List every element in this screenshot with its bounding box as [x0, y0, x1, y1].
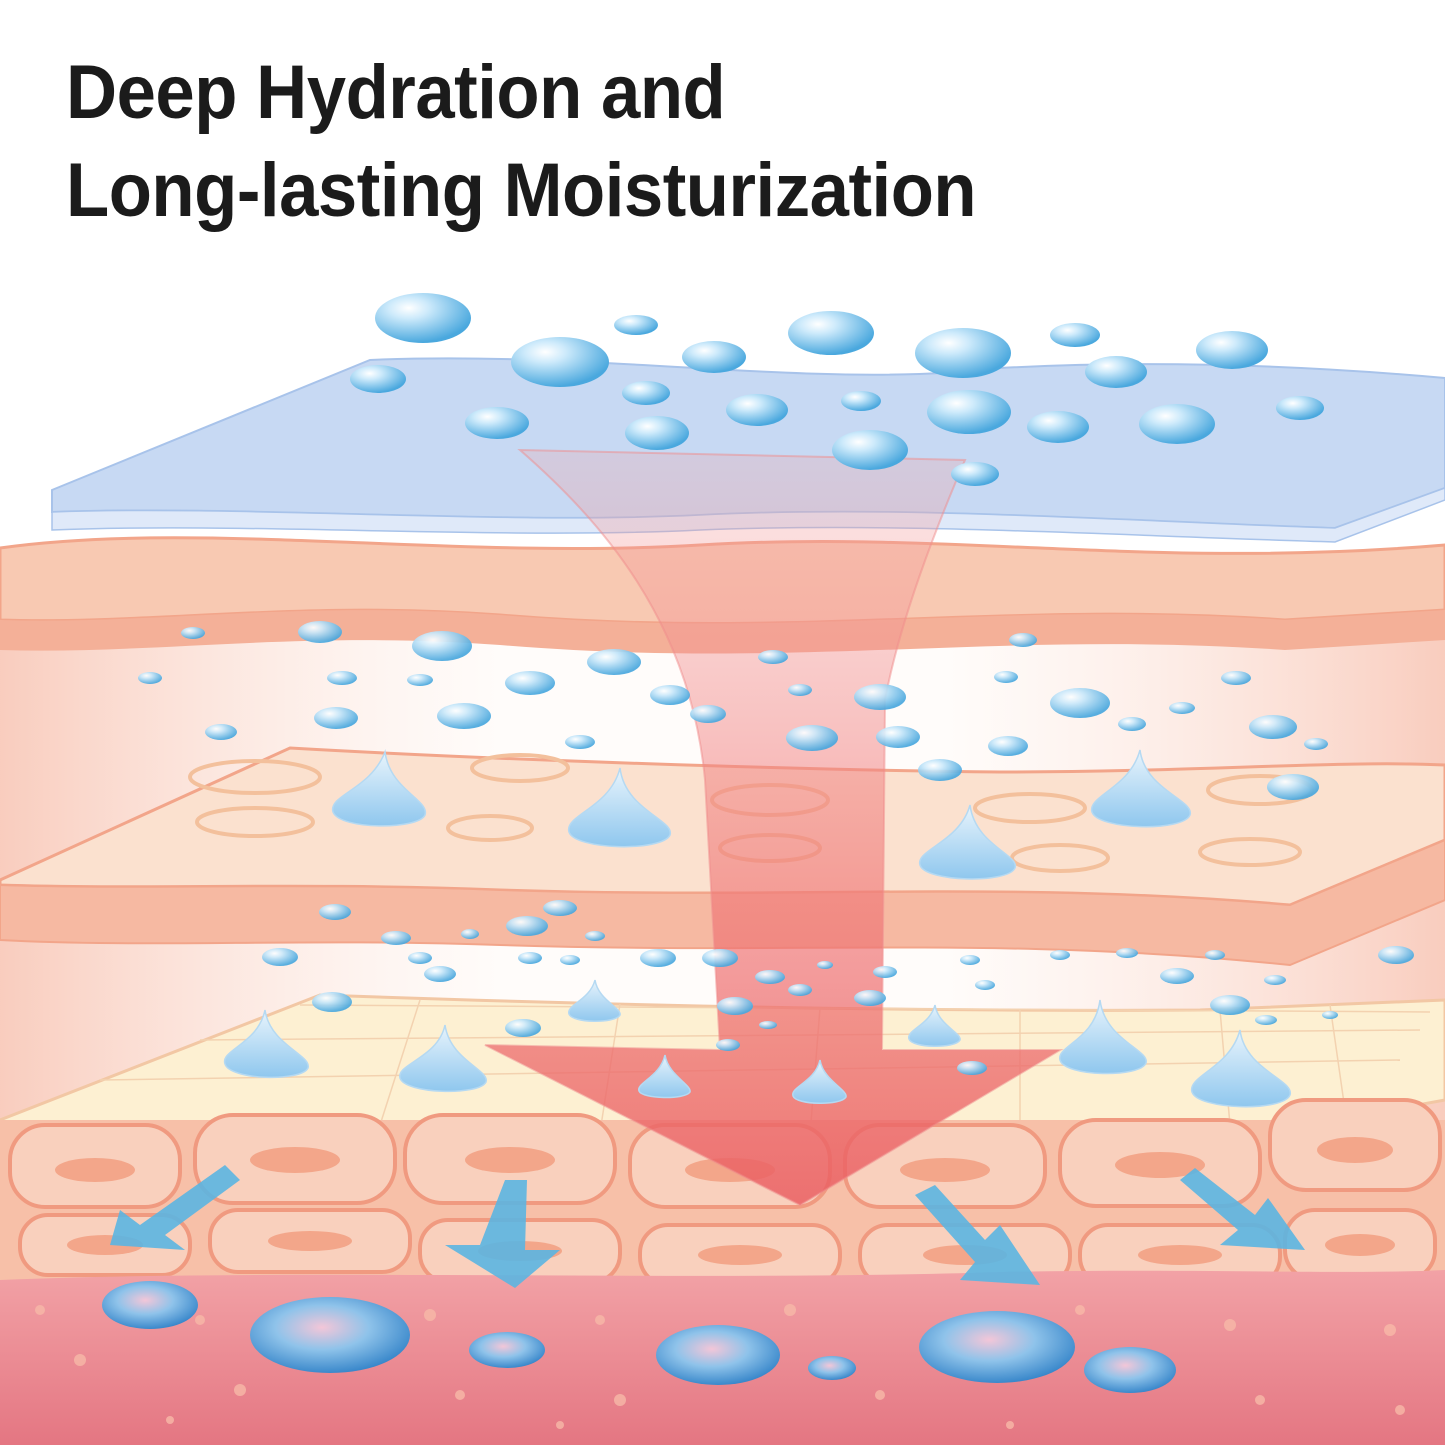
- water-bubble-icon: [469, 1332, 545, 1368]
- down-arrow-icon: [484, 448, 1064, 1207]
- diffusion-arrows: [110, 1165, 1305, 1288]
- water-bubble-icon: [250, 1297, 410, 1373]
- water-bubble-icon: [915, 328, 1011, 378]
- water-bubble-icon: [656, 1325, 780, 1385]
- water-droplet-icon: [919, 804, 1016, 880]
- water-bubble-icon: [841, 391, 881, 411]
- water-bubble-icon: [350, 365, 406, 393]
- diffusion-arrow-icon: [445, 1180, 560, 1288]
- water-bubble-icon: [1139, 404, 1215, 444]
- diffusion-arrow-icon: [110, 1165, 240, 1250]
- cell-layer: [0, 1098, 1445, 1290]
- water-bubble-icon: [465, 407, 529, 439]
- water-droplet-icon: [223, 1009, 309, 1079]
- water-droplet-icon: [638, 1054, 691, 1099]
- water-droplet-icon: [1059, 999, 1147, 1075]
- diffusion-arrow-icon: [1180, 1168, 1305, 1250]
- water-droplet-icon: [331, 749, 426, 827]
- water-bubble-icon: [808, 1356, 856, 1380]
- water-bubble-icon: [832, 430, 908, 470]
- water-bubble-icon: [511, 337, 609, 387]
- water-bubble-icon: [919, 1311, 1075, 1383]
- water-droplet-icon: [568, 979, 621, 1022]
- headline: Deep Hydration and Long-lasting Moisturi…: [66, 44, 977, 240]
- headline-line-1: Deep Hydration and: [66, 50, 726, 135]
- water-droplet-icon: [792, 1059, 847, 1104]
- water-bubble-icon: [1085, 356, 1147, 388]
- surface-bubbles: [350, 293, 1324, 486]
- water-bubble-icon: [625, 416, 689, 450]
- deep-bubbles: [102, 1281, 1176, 1393]
- water-droplet-icon: [1091, 749, 1191, 828]
- water-droplet-icon: [568, 767, 671, 848]
- water-bubble-icon: [102, 1281, 198, 1329]
- water-droplet-icon: [399, 1024, 487, 1093]
- water-bubble-icon: [951, 462, 999, 486]
- water-bubble-icon: [682, 341, 746, 373]
- water-bubble-icon: [622, 381, 670, 405]
- diffusion-arrow-icon: [915, 1185, 1040, 1285]
- water-droplet-icon: [1191, 1029, 1291, 1108]
- water-bubble-icon: [614, 315, 658, 335]
- dermal-bubbles: [138, 621, 1414, 1075]
- headline-line-2: Long-lasting Moisturization: [66, 148, 977, 233]
- water-droplets: [223, 749, 1291, 1108]
- water-bubble-icon: [1276, 396, 1324, 420]
- water-bubble-icon: [788, 311, 874, 355]
- water-bubble-icon: [1027, 411, 1089, 443]
- water-bubble-icon: [1196, 331, 1268, 369]
- water-bubble-icon: [726, 394, 788, 426]
- water-bubble-icon: [1050, 323, 1100, 347]
- water-droplet-icon: [908, 1004, 961, 1047]
- water-bubble-icon: [1084, 1347, 1176, 1393]
- water-bubble-icon: [927, 390, 1011, 434]
- water-bubble-icon: [375, 293, 471, 343]
